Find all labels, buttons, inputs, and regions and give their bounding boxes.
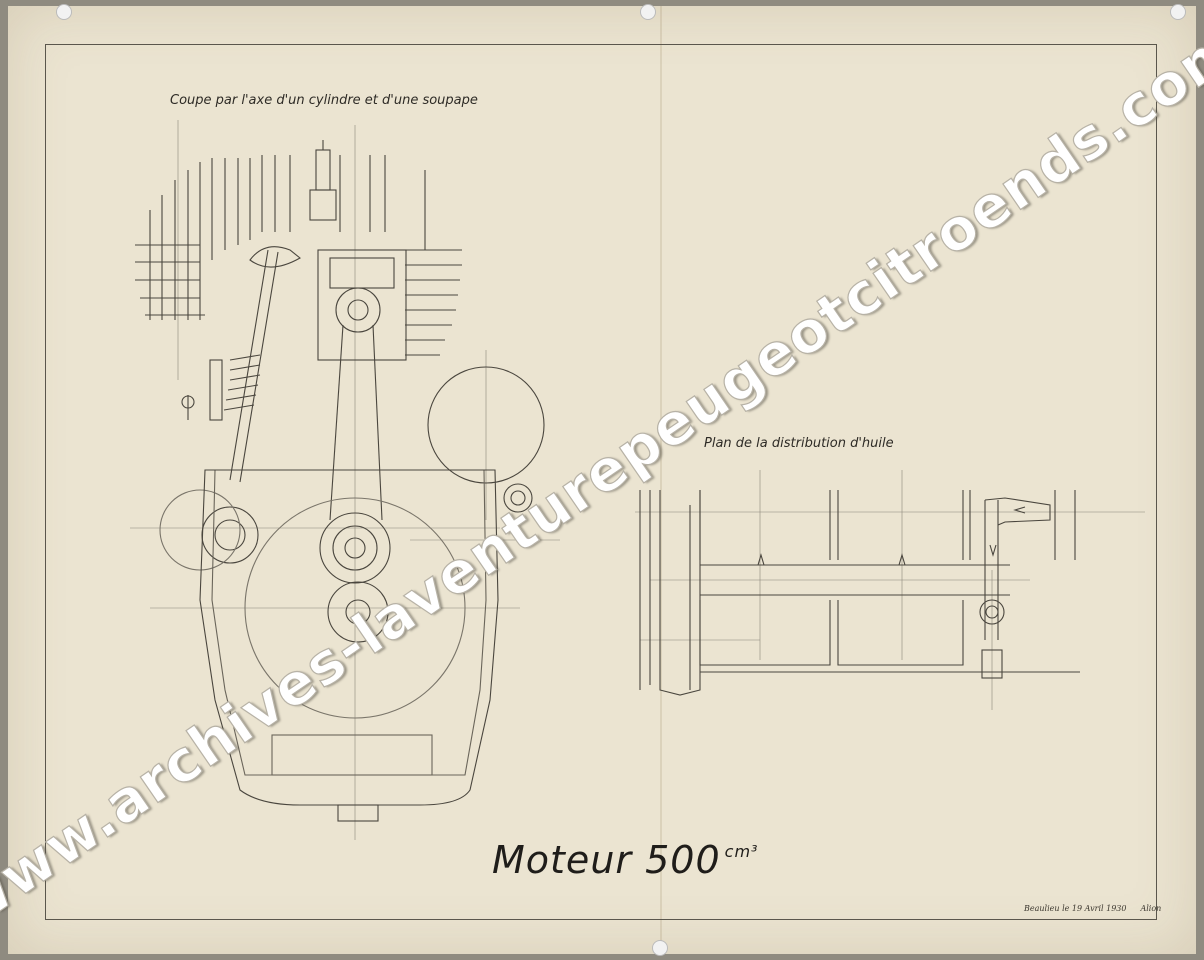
drawing-title-text: Moteur 500	[492, 838, 721, 882]
pushpin	[56, 4, 72, 20]
engine-cross-section	[130, 120, 560, 840]
drawing-sheet	[8, 6, 1196, 954]
drawing-border	[45, 44, 1157, 920]
oil-distribution-plan	[635, 470, 1145, 710]
pushpin	[640, 4, 656, 20]
pushpin	[652, 940, 668, 956]
signature-initials: Alion	[1140, 904, 1162, 913]
engine-section-caption: Coupe par l'axe d'un cylindre et d'une s…	[170, 93, 478, 108]
signature-place-date: Beaulieu le 19 Avril 1930	[1024, 904, 1127, 913]
fold-line	[660, 6, 662, 954]
oil-distribution-caption: Plan de la distribution d'huile	[704, 436, 894, 451]
signature-line: Beaulieu le 19 Avril 1930 Alion	[1024, 904, 1161, 913]
drawing-title-unit: cm³	[724, 842, 759, 861]
pushpin	[1170, 4, 1186, 20]
